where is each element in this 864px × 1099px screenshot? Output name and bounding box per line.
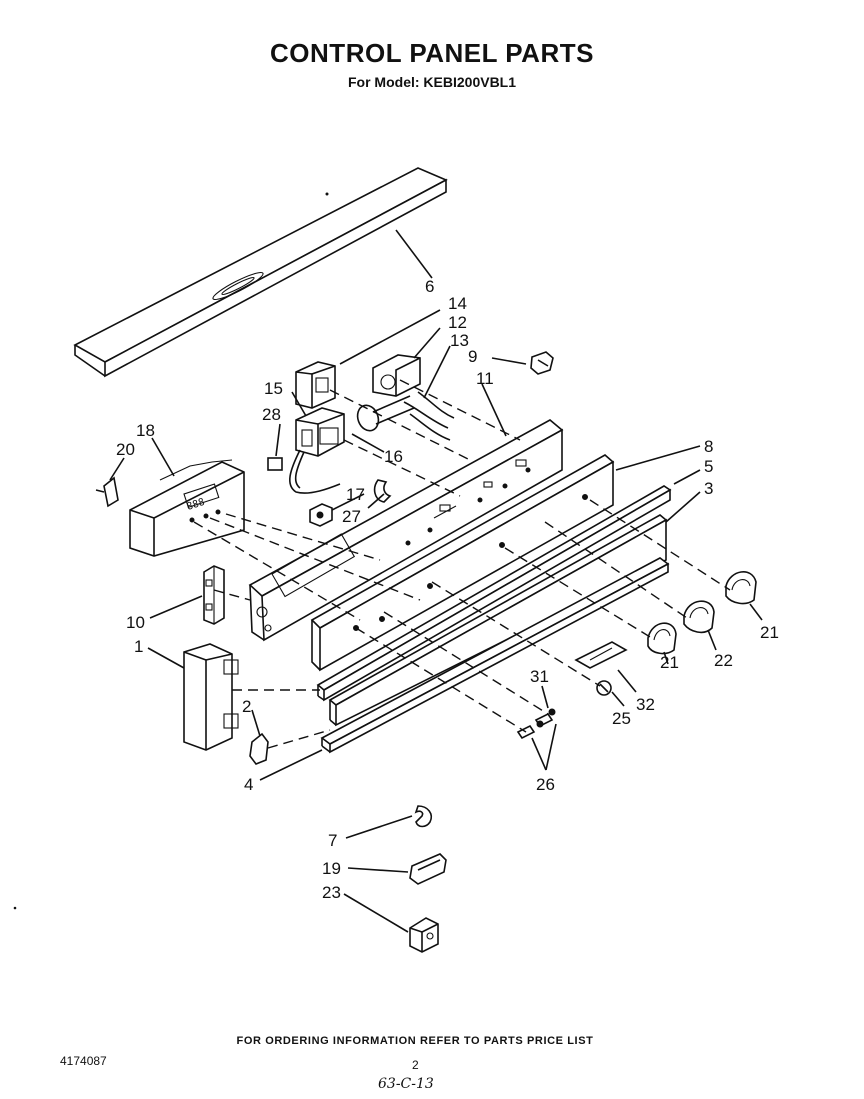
callout-23: 23 [322, 883, 341, 902]
callout-11: 11 [476, 369, 494, 388]
part-11-control-panel [248, 419, 564, 642]
part-10-bracket [203, 565, 225, 625]
part-7-clip [414, 805, 433, 828]
part-32-label-plate [574, 641, 628, 669]
handwritten-note: 63-C-13 [378, 1076, 434, 1092]
part-17-clip [373, 479, 392, 503]
callout-21-right: 21 [760, 623, 779, 642]
part-12-switch [372, 354, 421, 397]
callout-7: 7 [328, 831, 337, 850]
part-21-knob-left [647, 622, 677, 655]
leader-lines [109, 229, 763, 933]
part-18-clock-module: 888 [129, 459, 245, 557]
callout-19: 19 [322, 859, 341, 878]
part-21-knob-right [725, 571, 757, 605]
callout-labels: 6 14 12 13 9 11 15 28 16 8 5 3 17 27 18 … [116, 277, 779, 902]
part-15-relay [295, 407, 345, 457]
callout-10: 10 [126, 613, 145, 632]
part-6-top-trim [73, 167, 448, 378]
callout-20: 20 [116, 440, 135, 459]
part-23-block [409, 917, 439, 953]
callout-13: 13 [450, 331, 469, 350]
callout-15: 15 [264, 379, 283, 398]
page-title: CONTROL PANEL PARTS [270, 38, 594, 68]
part-3-middle-rail [328, 514, 668, 727]
callout-4: 4 [244, 775, 253, 794]
page-number: 2 [412, 1058, 419, 1072]
callout-26: 26 [536, 775, 555, 794]
part-4-lower-rail [320, 557, 670, 754]
ordering-note: FOR ORDERING INFORMATION REFER TO PARTS … [236, 1035, 594, 1047]
callout-27: 27 [342, 507, 361, 526]
part-25-screw [596, 680, 612, 696]
callout-5: 5 [704, 457, 713, 476]
callout-2: 2 [242, 697, 251, 716]
callout-16: 16 [384, 447, 403, 466]
part-14-switch [295, 361, 336, 409]
callout-32: 32 [636, 695, 655, 714]
svg-text:888: 888 [186, 497, 207, 513]
part-20-bracket [95, 476, 119, 508]
callout-25: 25 [612, 709, 631, 728]
part-28-wire-lead [267, 449, 341, 494]
part-8-glass-panel [310, 454, 615, 672]
callout-12: 12 [448, 313, 467, 332]
callout-3: 3 [704, 479, 713, 498]
callout-14: 14 [448, 294, 467, 313]
document-number: 4174087 [60, 1054, 107, 1068]
callout-22: 22 [714, 651, 733, 670]
callout-8: 8 [704, 437, 713, 456]
callout-18: 18 [136, 421, 155, 440]
part-22-knob [683, 600, 715, 634]
part-9-connector [530, 351, 554, 375]
model-subtitle: For Model: KEBI200VBL1 [347, 74, 517, 90]
part-5-upper-rail [316, 485, 672, 702]
callout-17: 17 [346, 485, 365, 504]
part-16-wires [403, 391, 455, 441]
callout-9: 9 [468, 347, 477, 366]
assembly-lines [193, 379, 731, 749]
part-19-clamp [409, 853, 447, 885]
callout-6: 6 [425, 277, 434, 296]
callout-28: 28 [262, 405, 281, 424]
callout-31: 31 [530, 667, 549, 686]
callout-1: 1 [134, 637, 143, 656]
part-2-bracket [249, 732, 269, 765]
part-1-end-cap [183, 643, 239, 751]
callout-21-left: 21 [660, 653, 679, 672]
part-27-screw [309, 503, 333, 527]
